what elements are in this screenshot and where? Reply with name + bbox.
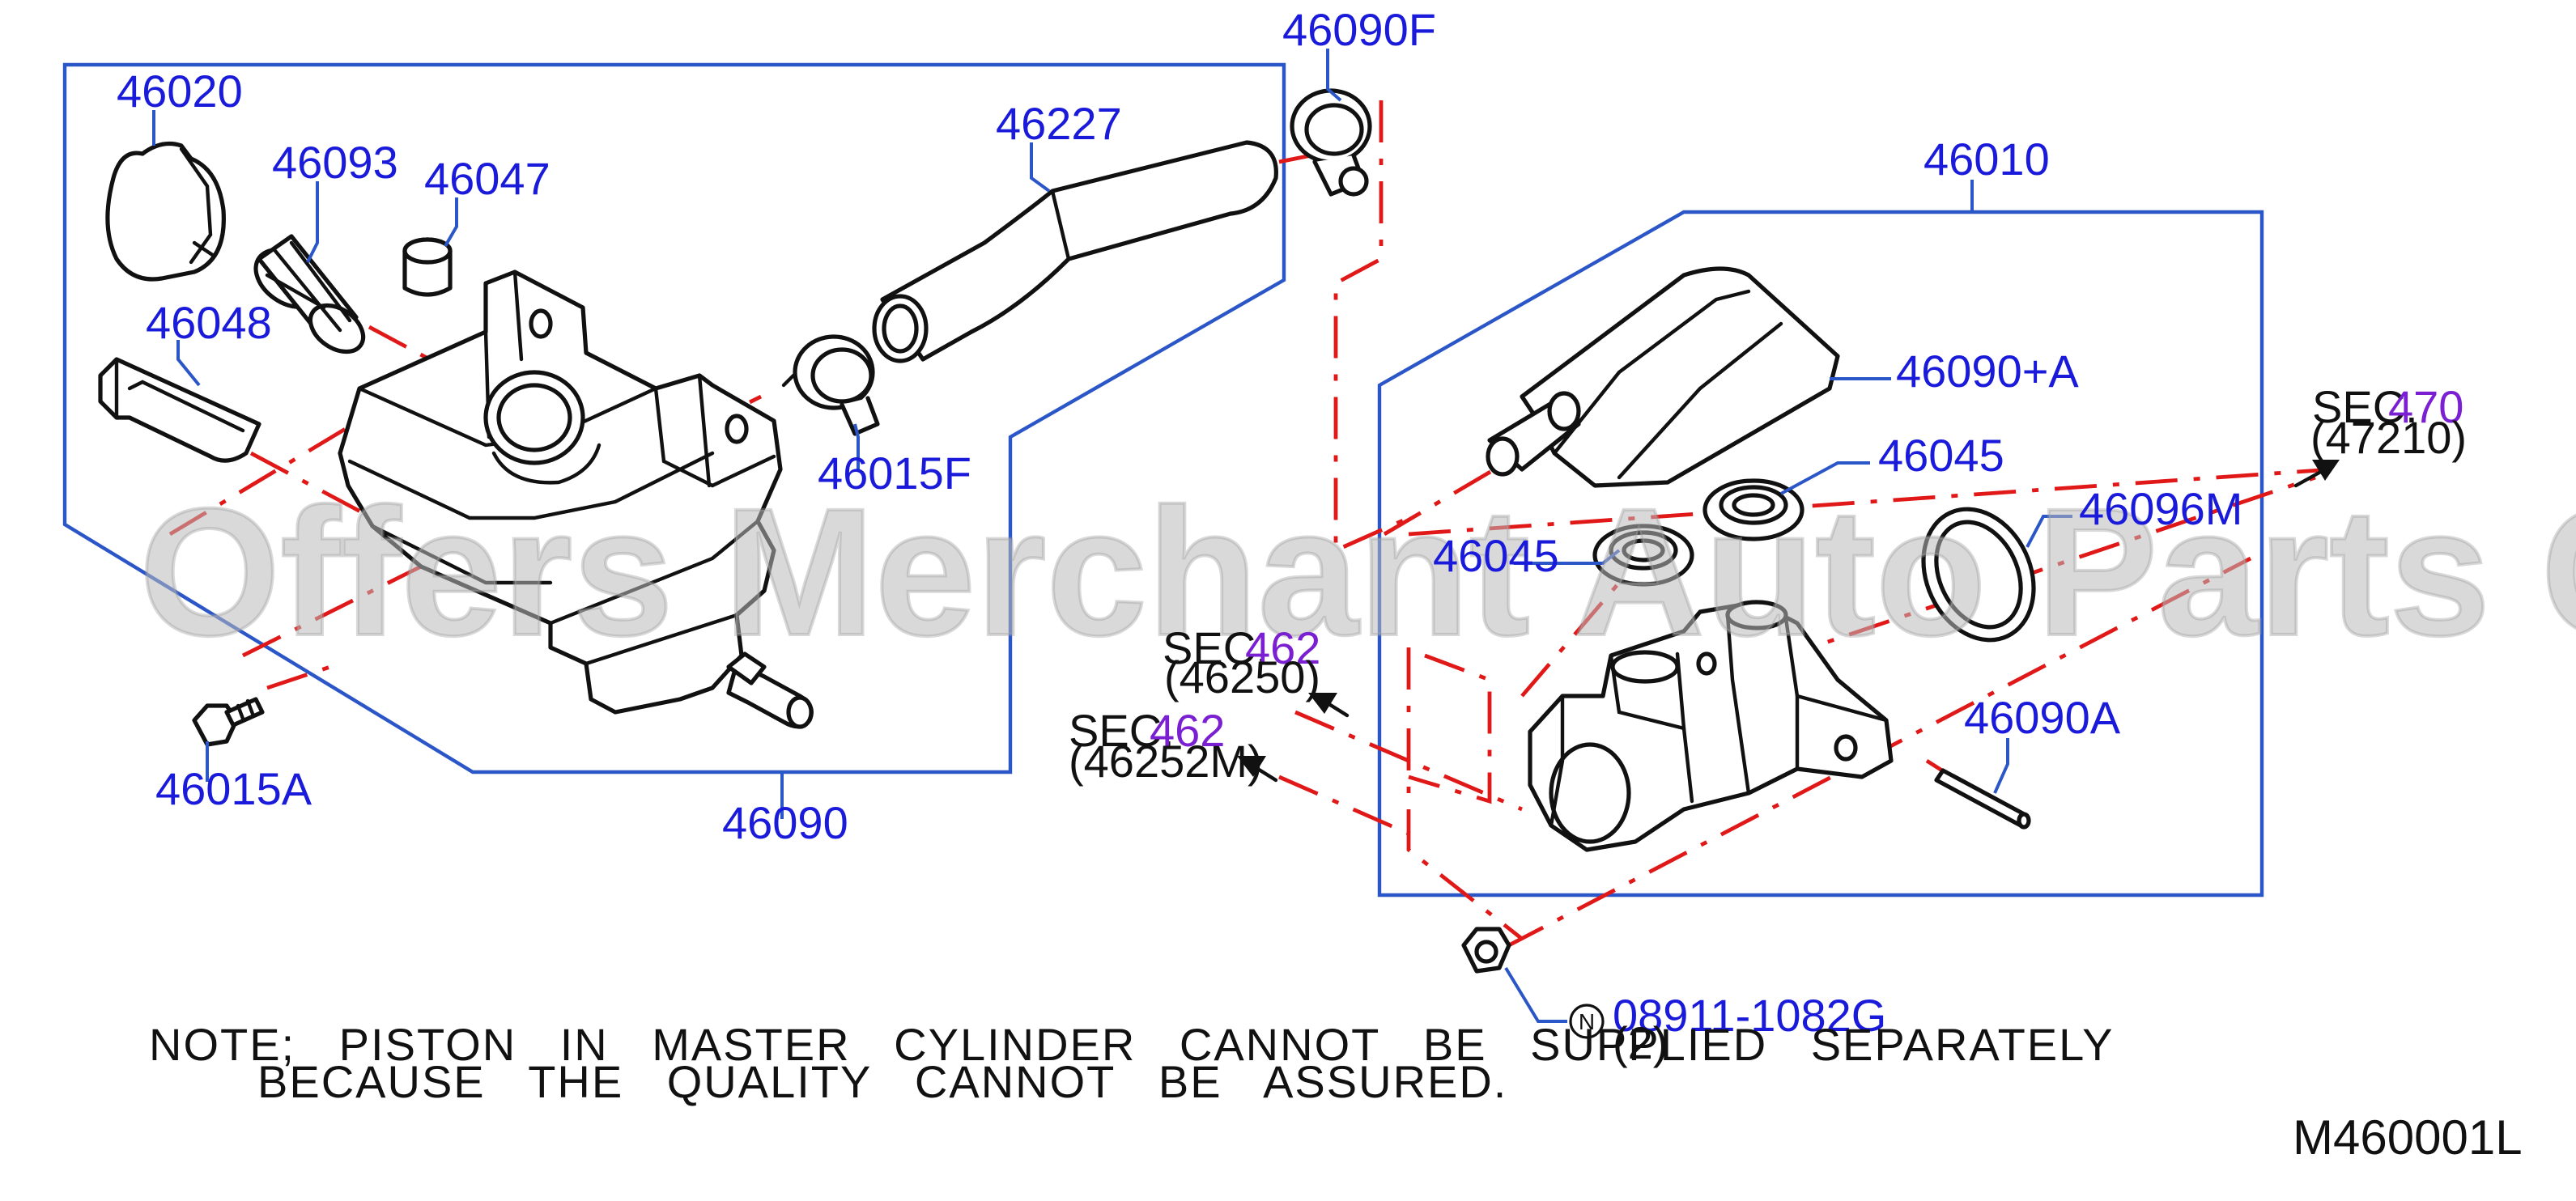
label-08911-1082G[interactable]: 08911-1082G (1613, 990, 1886, 1041)
reservoir-group-frame (62, 62, 1286, 774)
sec462a-arrow-icon (1308, 693, 1350, 718)
pin-46090A[interactable] (1934, 768, 2031, 830)
hose-clamp-46015F[interactable] (781, 334, 880, 436)
label-46045-right[interactable]: 46045 (1878, 430, 2004, 481)
grommet-46047[interactable] (402, 237, 453, 297)
sec470-ref: (47210) (2310, 412, 2467, 463)
sec470-link[interactable]: 470 (2388, 381, 2463, 432)
label-46090-plus-A[interactable]: 46090+A (1896, 346, 2079, 397)
note-line-1: NOTE; PISTON IN MASTER CYLINDER CANNOT B… (149, 1019, 2114, 1070)
master-cylinder-46010[interactable] (1528, 600, 1894, 852)
sec470-arrow-icon (2293, 460, 2340, 488)
label-46020[interactable]: 46020 (117, 66, 243, 117)
hose-clamp-46090F[interactable] (1290, 88, 1372, 197)
nut-08911-1082G[interactable] (1461, 927, 1511, 974)
label-46010[interactable]: 46010 (1923, 134, 2050, 185)
label-46015A[interactable]: 46015A (155, 763, 312, 814)
diagram-code: M460001L (2293, 1110, 2523, 1165)
sec462b-ref: (46252M) (1069, 736, 1263, 787)
master-cylinder-group-frame (1377, 210, 2264, 898)
label-46090[interactable]: 46090 (722, 797, 848, 848)
strainer-46093[interactable] (245, 234, 372, 361)
note-line-2: BECAUSE THE QUALITY CANNOT BE ASSURED. (257, 1056, 1507, 1107)
label-46093[interactable]: 46093 (272, 137, 398, 188)
label-46015F[interactable]: 46015F (818, 448, 971, 499)
label-46090F[interactable]: 46090F (1282, 4, 1436, 55)
label-46045-left[interactable]: 46045 (1433, 530, 1559, 581)
label-46048[interactable]: 46048 (146, 297, 272, 348)
n-badge-text: N (1579, 1009, 1595, 1034)
sec462a-link[interactable]: 462 (1245, 622, 1320, 673)
sec462a-prefix: SEC. (1163, 622, 1269, 673)
sec462b-prefix: SEC. (1069, 705, 1175, 756)
label-46090A[interactable]: 46090A (1964, 692, 2121, 743)
label-08911-qty: (2) (1613, 1017, 1668, 1068)
grommet-46045-left[interactable] (1592, 524, 1694, 587)
sec462b-link[interactable]: 462 (1150, 705, 1225, 756)
reservoir-46090-plus-A[interactable] (1486, 266, 1840, 488)
o-ring-46096M[interactable] (1902, 491, 2054, 658)
sec462a-ref: (46250) (1164, 651, 1320, 702)
leader-lines (152, 49, 2072, 1023)
reservoir-cap-46020[interactable] (105, 142, 226, 282)
reservoir-tank-46090[interactable] (338, 269, 814, 729)
sec470-prefix: SEC. (2312, 381, 2418, 432)
label-46096M[interactable]: 46096M (2079, 483, 2242, 534)
n-badge-icon (1569, 1004, 1605, 1039)
bracket-46048[interactable] (98, 357, 261, 463)
bolt-46015A[interactable] (192, 697, 265, 747)
grommet-46045-right[interactable] (1702, 478, 1804, 541)
label-46227[interactable]: 46227 (996, 98, 1122, 149)
reservoir-hose-46227[interactable] (872, 140, 1278, 363)
sec462b-arrow-icon (1237, 756, 1278, 783)
watermark: Offers Merchant Auto Parts Catalog PARTS… (139, 471, 2576, 673)
label-46047[interactable]: 46047 (424, 153, 550, 204)
